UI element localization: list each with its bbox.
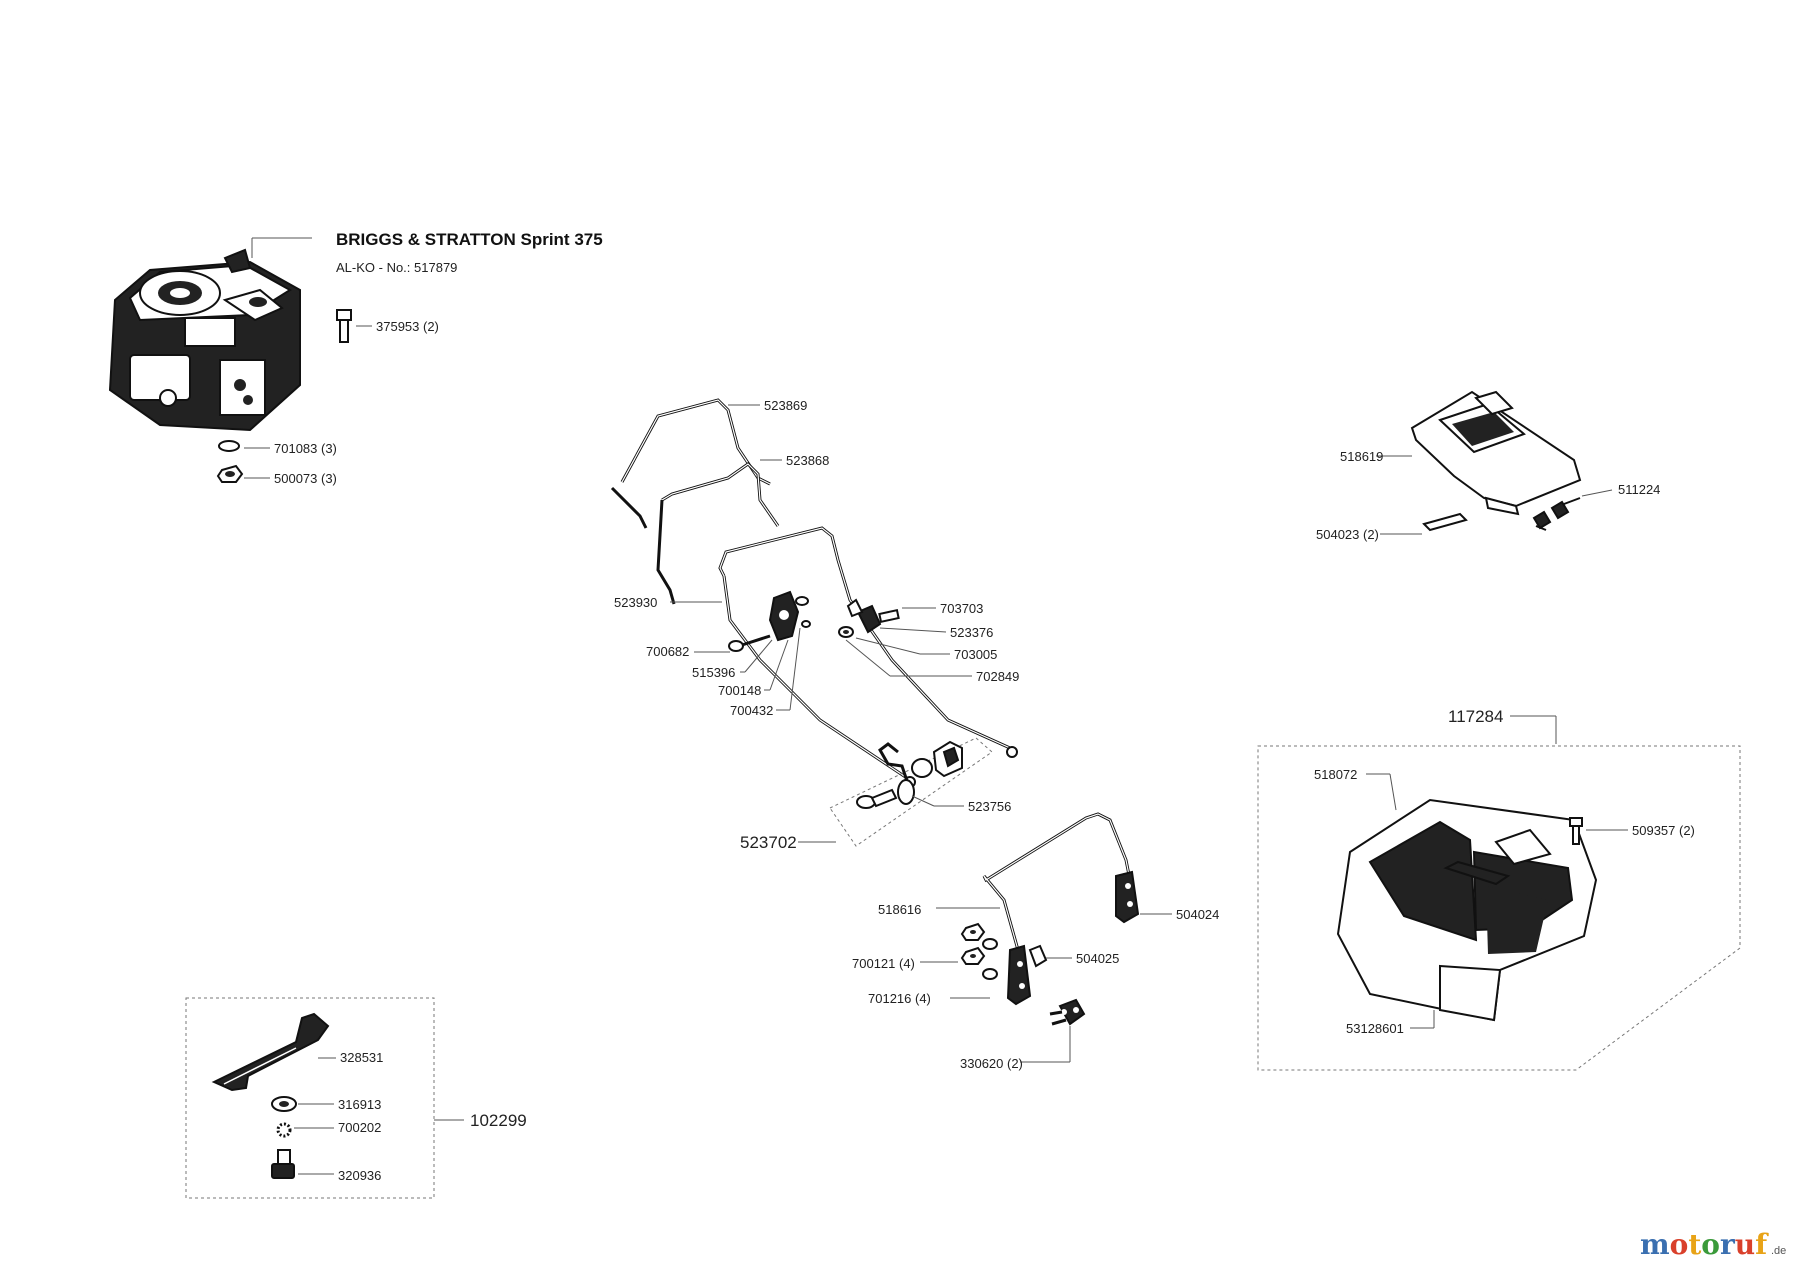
lock-washer-700202 <box>276 1122 292 1138</box>
engine-bolt <box>336 309 352 343</box>
label-703005: 703005 <box>954 647 997 662</box>
label-504023: 504023 (2) <box>1316 527 1379 542</box>
cable-bracket-523868 <box>656 462 780 605</box>
cable-clip-assembly <box>838 598 900 638</box>
label-518616: 518616 <box>878 902 921 917</box>
label-523868: 523868 <box>786 453 829 468</box>
engine-title: BRIGGS & STRATTON Sprint 375 <box>336 230 603 249</box>
logo-letter: f <box>1755 1228 1769 1261</box>
label-53128601: 53128601 <box>1346 1021 1404 1036</box>
grass-bag-kit-outline <box>1257 745 1741 1071</box>
label-500073: 500073 (3) <box>274 471 337 486</box>
logo-letter: r <box>1720 1228 1736 1261</box>
motoruf-logo: motoruf .de <box>1640 1228 1786 1261</box>
label-523930: 523930 <box>614 595 657 610</box>
screw-509357 <box>1569 817 1583 845</box>
label-701216: 701216 (4) <box>868 991 931 1006</box>
label-702849: 702849 <box>976 669 1019 684</box>
logo-letter: t <box>1688 1228 1701 1261</box>
label-316913: 316913 <box>338 1097 381 1112</box>
label-518072: 518072 <box>1314 767 1357 782</box>
bolt-320936 <box>271 1149 295 1179</box>
label-518619: 518619 <box>1340 449 1383 464</box>
washer-701083 <box>218 440 240 452</box>
logo-letter: m <box>1640 1228 1670 1261</box>
rear-flap-518619 <box>1410 390 1582 516</box>
pin-504023 <box>1422 512 1468 532</box>
label-523376: 523376 <box>950 625 993 640</box>
label-700148: 700148 <box>718 683 761 698</box>
label-509357: 509357 (2) <box>1632 823 1695 838</box>
label-330620: 330620 (2) <box>960 1056 1023 1071</box>
grass-bag-518072 <box>1336 798 1598 1022</box>
label-504025: 504025 <box>1076 951 1119 966</box>
svg-text:motoruf: motoruf <box>1640 1228 1769 1261</box>
blade-kit-outline <box>185 997 435 1199</box>
logo-letter: o <box>1670 1228 1689 1261</box>
label-700202: 700202 <box>338 1120 381 1135</box>
label-523756: 523756 <box>968 799 1011 814</box>
label-703703: 703703 <box>940 601 983 616</box>
spring-511224 <box>1532 497 1581 531</box>
lower-handle-518616 <box>982 812 1140 1006</box>
label-328531: 328531 <box>340 1050 383 1065</box>
nuts-700121 <box>960 922 986 965</box>
logo-letter: o <box>1701 1228 1720 1261</box>
label-700121: 700121 (4) <box>852 956 915 971</box>
label-511224: 511224 <box>1618 482 1660 497</box>
upper-handle-523930 <box>718 526 1018 788</box>
label-504024: 504024 <box>1176 907 1219 922</box>
label-515396: 515396 <box>692 665 735 680</box>
logo-suffix: .de <box>1771 1245 1786 1257</box>
label-117284: 117284 <box>1448 707 1503 726</box>
label-320936: 320936 <box>338 1168 381 1183</box>
engine-alko-number: AL-KO - No.: 517879 <box>336 260 457 275</box>
label-102299: 102299 <box>470 1111 527 1130</box>
bolt-700682 <box>728 634 771 652</box>
nut-500073 <box>216 464 244 483</box>
screws-330620 <box>1049 998 1086 1026</box>
label-523702: 523702 <box>740 833 797 852</box>
label-523869: 523869 <box>764 398 807 413</box>
label-700432: 700432 <box>730 703 773 718</box>
blade-328531 <box>211 1012 330 1092</box>
washer-316913 <box>271 1096 297 1112</box>
engine-illustration <box>108 237 312 432</box>
label-375953: 375953 (2) <box>376 319 439 334</box>
handle-clamp-kit-523702 <box>829 737 993 847</box>
logo-letter: u <box>1735 1228 1755 1261</box>
lever-515396 <box>768 590 811 642</box>
washers-701216 <box>982 938 998 980</box>
label-701083: 701083 (3) <box>274 441 337 456</box>
label-700682: 700682 <box>646 644 689 659</box>
